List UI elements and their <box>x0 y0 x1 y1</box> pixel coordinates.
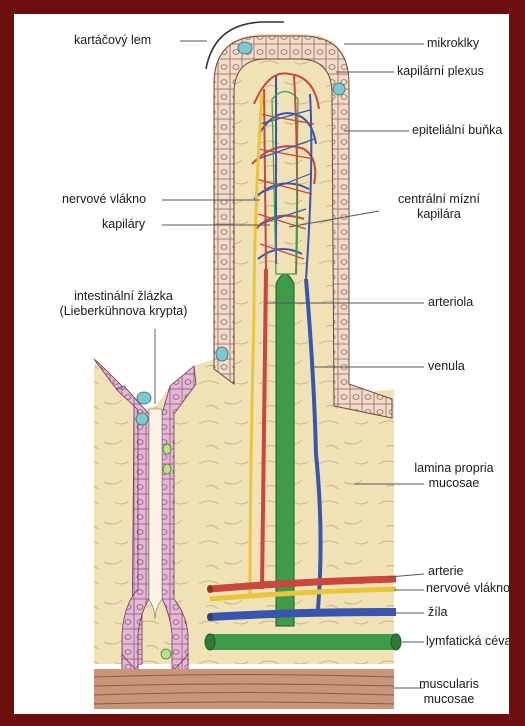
label-muscularis-line1: muscularis <box>409 677 489 692</box>
central-lymph-capillary <box>276 274 294 626</box>
label-intestinal-gland: intestinální žlázka (Lieberkühnova krypt… <box>36 289 211 319</box>
label-nerve-fiber-bottom: nervové vlákno <box>426 581 509 596</box>
paneth-cell <box>163 464 171 474</box>
label-muscularis: muscularis mucosae <box>409 677 489 707</box>
label-central-lymph-line1: centrální mízní <box>379 192 499 207</box>
goblet-cell <box>216 347 228 361</box>
label-capillary-plexus: kapilární plexus <box>397 64 484 79</box>
artery-end <box>207 585 213 593</box>
label-capillaries: kapiláry <box>102 217 145 232</box>
label-venule: venula <box>428 359 465 374</box>
label-gland-line1: intestinální žlázka <box>36 289 211 304</box>
label-arteriole: arteriola <box>428 295 473 310</box>
paneth-cell <box>161 649 171 659</box>
goblet-cell <box>137 392 151 404</box>
goblet-cell <box>333 83 345 95</box>
goblet-cell <box>136 413 148 425</box>
label-gland-line2: (Lieberkühnova krypta) <box>36 304 211 319</box>
crypt-lumen <box>149 409 162 619</box>
label-central-lymph: centrální mízní kapilára <box>379 192 499 222</box>
lymph-vessel-end <box>205 634 215 650</box>
label-lamina-propria: lamina propria mucosae <box>402 461 506 491</box>
label-lamina-line2: mucosae <box>402 476 506 491</box>
label-nerve-fiber-top: nervové vlákno <box>62 192 146 207</box>
lymph-vessel-end <box>391 634 401 650</box>
label-vein: žíla <box>428 605 447 620</box>
label-lymph-vessel: lymfatická céva <box>426 634 509 649</box>
label-epithelial-cell: epiteliální buňka <box>412 123 502 138</box>
label-microvilli: mikroklky <box>427 36 479 51</box>
label-lamina-line1: lamina propria <box>402 461 506 476</box>
vein-end <box>207 613 213 621</box>
label-brush-border: kartáčový lem <box>74 33 151 48</box>
label-central-lymph-line2: kapilára <box>379 207 499 222</box>
label-artery: arterie <box>428 564 463 579</box>
paneth-cell <box>163 444 171 454</box>
label-muscularis-line2: mucosae <box>409 692 489 707</box>
diagram-panel: kartáčový lem mikroklky kapilární plexus… <box>14 14 509 714</box>
goblet-cell <box>238 42 252 54</box>
